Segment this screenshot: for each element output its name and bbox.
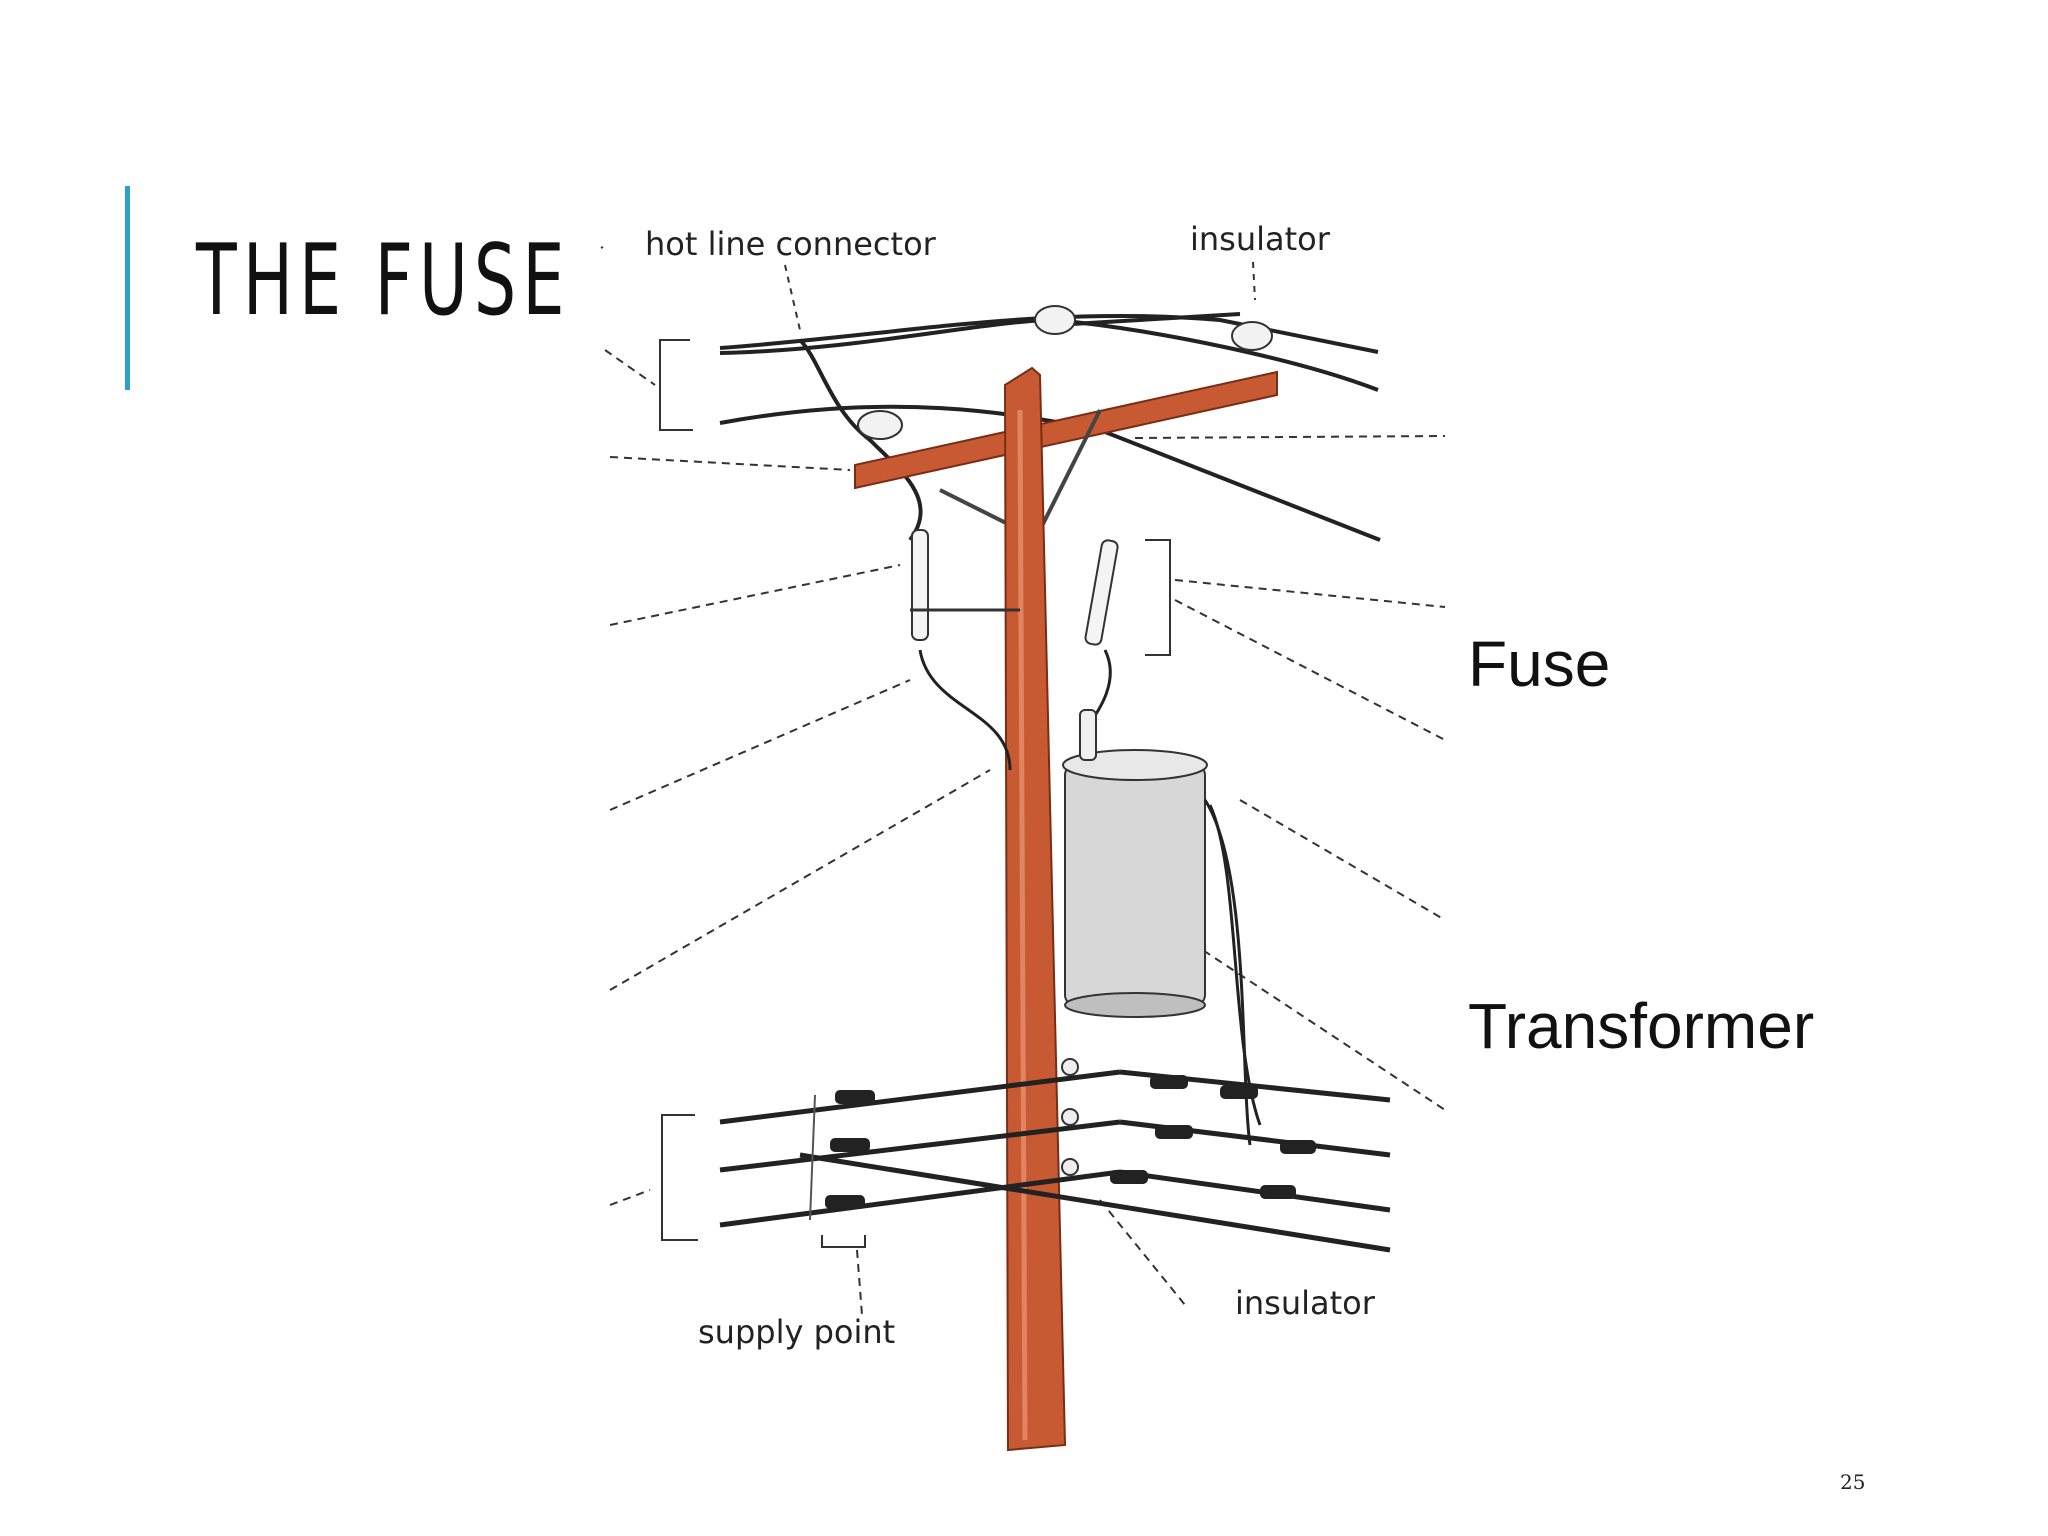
hot-line-connector-label: hot line connector <box>645 225 937 263</box>
fuse-cutouts <box>910 529 1119 646</box>
slide-title: THE FUSE <box>196 224 571 338</box>
pin-insulators <box>857 305 1273 440</box>
supply-point-label: supply point <box>698 1313 895 1351</box>
page-number: 25 <box>1840 1470 1866 1494</box>
secondary-wires <box>719 1069 1391 1253</box>
utility-pole-diagram: hot line connector insulator insulator s… <box>600 220 1446 1452</box>
spool-insulators <box>1061 1058 1079 1176</box>
transformer <box>1062 709 1262 1146</box>
line-connectors <box>825 1075 1316 1209</box>
utility-pole <box>1003 366 1067 1452</box>
insulator-bottom-label: insulator <box>1235 1284 1376 1322</box>
brackets <box>659 339 1171 1248</box>
transformer-label: Transformer <box>1468 990 1815 1062</box>
right-leader-lines <box>600 246 1446 1316</box>
title-accent-bar <box>125 186 130 390</box>
fuse-label: Fuse <box>1468 628 1611 700</box>
insulator-top-label: insulator <box>1190 220 1331 258</box>
left-leader-lines <box>604 349 991 1206</box>
